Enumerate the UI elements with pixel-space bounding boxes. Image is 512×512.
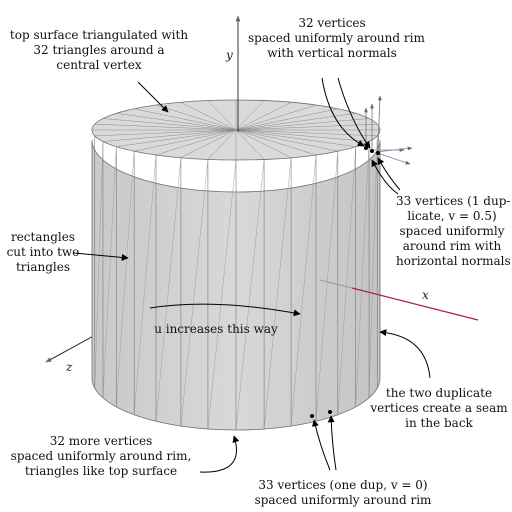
u-direction-arrow bbox=[149, 303, 301, 317]
label-u-direction: u increases this way bbox=[154, 322, 278, 336]
arrow-side-rim-1 bbox=[377, 157, 401, 191]
top-triangle-edges bbox=[92, 100, 380, 160]
arrow-top-rim-1 bbox=[321, 77, 365, 147]
label-bottom-rim-vertices: 33 vertices (one dup, v = 0) spaced unif… bbox=[254, 478, 432, 507]
label-rectangles: rectangles cut into two triangles bbox=[6, 230, 80, 274]
vertex-normals bbox=[364, 95, 413, 165]
arrow-bottom-rim-1 bbox=[312, 419, 331, 471]
arrow-bottom-rim-2 bbox=[327, 415, 337, 471]
arrow-bottom-surface bbox=[199, 435, 240, 473]
label-top-rim-vertices: 32 vertices spaced uniformly around rim … bbox=[248, 16, 425, 60]
z-axis-label: z bbox=[66, 360, 73, 374]
x-axis-behind bbox=[319, 279, 353, 289]
arrow-rectangles bbox=[73, 252, 129, 261]
x-axis-label: x bbox=[422, 288, 429, 302]
arrow-top-surface bbox=[137, 81, 169, 113]
y-axis-label: y bbox=[226, 48, 233, 62]
annotation-arrows bbox=[73, 77, 431, 473]
arrow-seam bbox=[379, 329, 431, 379]
x-axis bbox=[351, 287, 479, 321]
label-side-rim-vertices: 33 vertices (1 dup- licate, v = 0.5) spa… bbox=[396, 194, 511, 268]
label-bottom-surface: 32 more vertices spaced uniformly around… bbox=[10, 434, 192, 478]
arrow-top-rim-2 bbox=[337, 77, 371, 149]
side-triangle-edges bbox=[94, 135, 378, 431]
label-top-surface: top surface triangulated with 32 triangl… bbox=[9, 28, 189, 72]
label-seam: the two duplicate vertices create a seam… bbox=[370, 386, 508, 430]
arrow-side-rim-2 bbox=[371, 159, 399, 195]
